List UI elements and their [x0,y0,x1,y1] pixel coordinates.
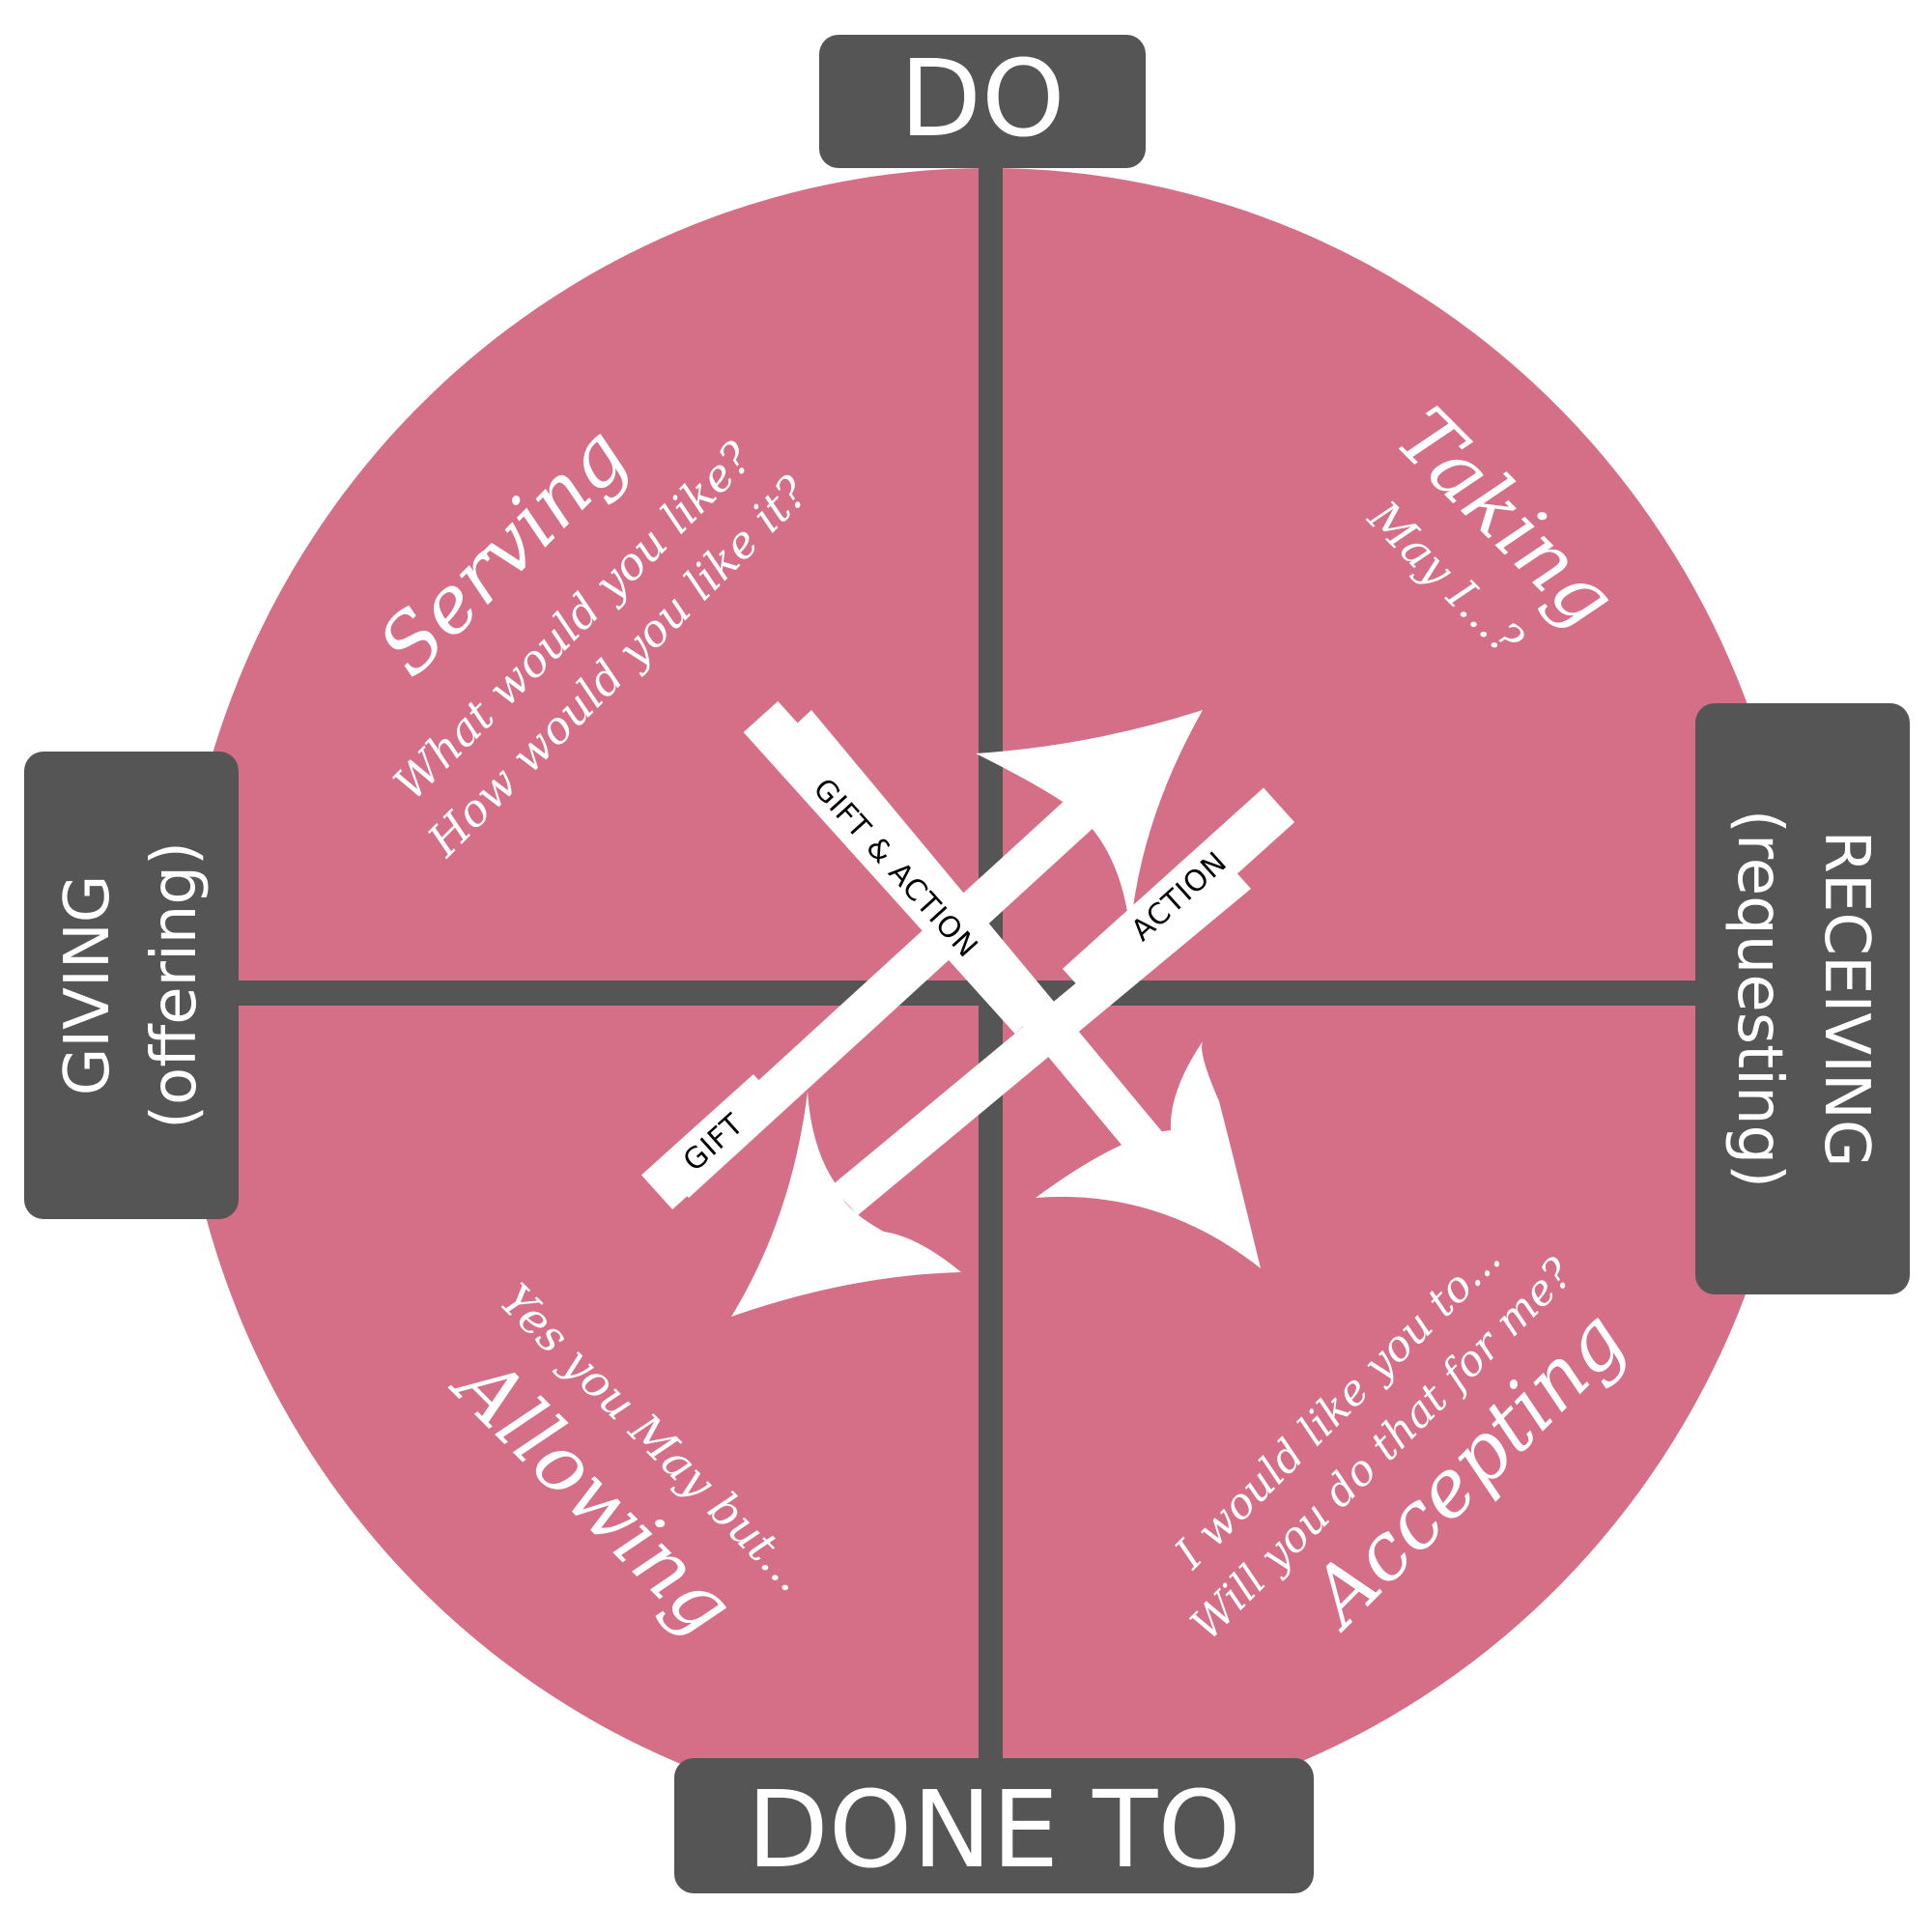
gift-and-action-band-bg [743,700,1050,1035]
arrowhead-bottom-left [731,1092,961,1317]
receiving-label-box [1695,703,1910,1294]
receiving-label: RECEIVING (requesting) [1695,703,1910,1294]
giving-label-box [24,752,239,1219]
done-to-label: DONE TO [674,1758,1314,1893]
arrowhead-top-right [976,710,1203,932]
giving-label-line1: GIVING [52,875,124,1096]
arrowhead-bottom-right [1036,1041,1261,1268]
receiving-label-line2: (requesting) [1723,810,1795,1188]
gift-band-bg [640,1073,785,1210]
do-label: DO [819,35,1146,168]
action-band-bg [1062,787,1295,1004]
gift-action-arrow-shaft [662,787,1106,1198]
done-to-label-text: DONE TO [747,1768,1241,1891]
do-label-text: DO [899,37,1065,160]
giving-label-line2: (offering) [139,841,211,1129]
do-label-box [819,35,1146,168]
giving-label: GIVING (offering) [24,752,239,1219]
horizontal-divider [213,980,1710,1006]
receiving-label-line1: RECEIVING [1810,830,1882,1167]
done-to-label-box [674,1758,1314,1893]
